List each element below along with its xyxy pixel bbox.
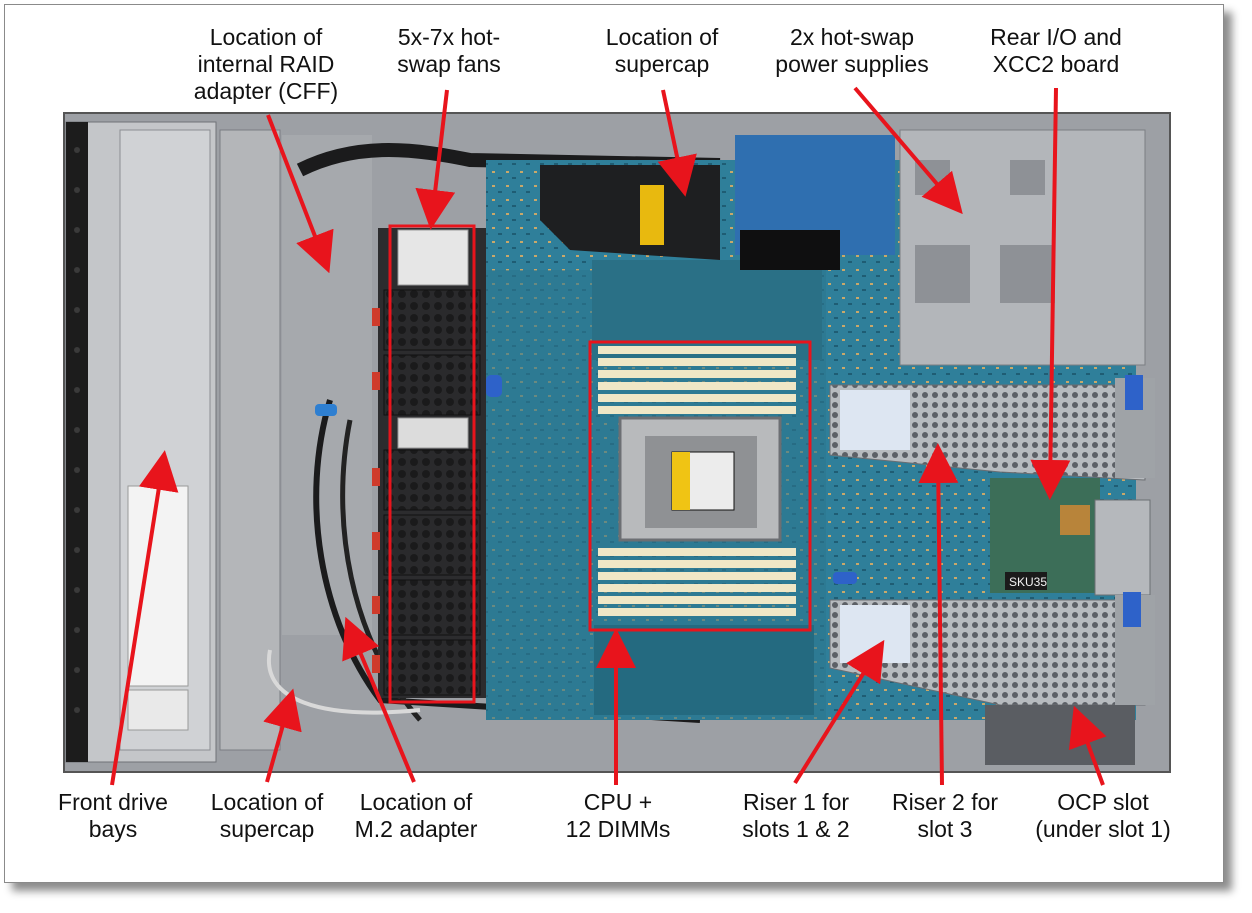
label-rear-io: Rear I/O and XCC2 board	[990, 24, 1122, 77]
arrow-riser1	[793, 639, 885, 785]
dimm-slots-top	[598, 346, 796, 414]
arrow-m2	[342, 616, 416, 783]
sku-chip-label: SKU35	[1009, 575, 1047, 589]
arrow-riser2	[918, 443, 959, 786]
arrow-rear-io	[1030, 87, 1071, 500]
arrow-supercap-bottom	[263, 688, 302, 783]
label-fans: 5x-7x hot- swap fans	[397, 24, 501, 77]
fan-modules	[383, 229, 481, 696]
label-front-drive-bays: Front drive bays	[58, 789, 168, 842]
label-m2-adapter: Location of M.2 adapter	[354, 789, 478, 842]
dimm-slots-bottom	[598, 548, 796, 616]
arrow-psu	[853, 86, 963, 215]
label-power-supplies: 2x hot-swap power supplies	[775, 24, 929, 77]
arrow-front-drive	[110, 450, 179, 786]
annotation-arrows	[110, 86, 1107, 786]
arrow-raid	[266, 114, 334, 274]
label-ocp-slot: OCP slot (under slot 1)	[1035, 789, 1171, 842]
label-raid: Location of internal RAID adapter (CFF)	[193, 24, 339, 104]
arrow-fans	[415, 89, 456, 230]
ocp-slot	[985, 705, 1135, 765]
label-supercap-top: Location of supercap	[605, 24, 719, 77]
label-supercap-bottom: Location of supercap	[210, 789, 324, 842]
label-cpu-dimms: CPU + 12 DIMMs	[565, 789, 671, 842]
arrow-ocp	[1068, 705, 1107, 786]
label-riser-2: Riser 2 for slot 3	[891, 789, 999, 842]
arrow-supercap-top	[657, 89, 697, 197]
label-riser-1: Riser 1 for slots 1 & 2	[742, 789, 850, 842]
cpu-dimm-highlight-box	[588, 340, 812, 632]
